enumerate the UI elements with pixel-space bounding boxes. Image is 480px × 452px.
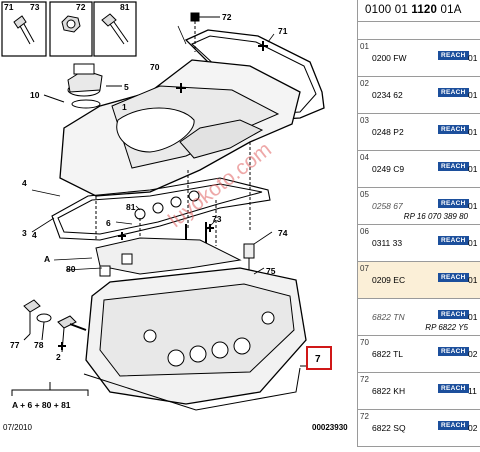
quantity: 01	[468, 90, 478, 100]
reach-badge: REACH	[438, 236, 469, 245]
quantity: 01	[468, 275, 478, 285]
row-index: 02	[360, 79, 369, 88]
reference-code: 0248 P2	[372, 127, 404, 137]
callout-A: A	[44, 254, 50, 264]
reference-code: 6822 TL	[372, 349, 404, 359]
callout-4-top: 4	[22, 178, 27, 188]
row-index: 04	[360, 153, 369, 162]
quantity: 02	[468, 423, 478, 433]
reference-code: 0258 67	[372, 201, 403, 211]
callout-4-bottom: 4	[32, 230, 37, 240]
part-number-header: 0100 01 1120 01A	[358, 0, 480, 22]
reference-code: 0249 C9	[372, 164, 405, 174]
callout-80: 80	[66, 264, 76, 274]
quantity: 01	[468, 53, 478, 63]
assembly-equation: A + 6 + 80 + 81	[12, 400, 71, 410]
replacement-reference: RP 6822 Y5	[425, 323, 468, 332]
callout-10: 10	[30, 90, 40, 100]
callout-72-cover: 72	[222, 12, 232, 22]
reference-code: 0209 EC	[372, 275, 406, 285]
reach-badge: REACH	[438, 162, 469, 171]
row-index: 05	[360, 190, 369, 199]
callout-74: 74	[278, 228, 288, 238]
reference-code: 0234 62	[372, 90, 403, 100]
callout-1: 1	[122, 102, 127, 112]
callout-3: 3	[22, 228, 27, 238]
reach-badge: REACH	[438, 125, 469, 134]
callout-81-mid: 81	[126, 202, 136, 212]
callout-70: 70	[150, 62, 160, 72]
row-index: 01	[360, 42, 369, 51]
callout-5: 5	[124, 82, 129, 92]
quantity: 02	[468, 349, 478, 359]
reach-badge: REACH	[438, 273, 469, 282]
callout-75: 75	[266, 266, 276, 276]
reference-code: 6822 TN	[372, 312, 405, 322]
callout-71-gasket: 71	[278, 26, 288, 36]
callout-78: 78	[34, 340, 44, 350]
quantity: 01	[468, 201, 478, 211]
callout-73: 73	[30, 2, 40, 12]
reference-code: 0200 FW	[372, 53, 407, 63]
row-index: 06	[360, 227, 369, 236]
callout-71: 71	[4, 2, 14, 12]
quantity: 01	[468, 312, 478, 322]
callout-73-mid: 73	[212, 214, 222, 224]
diagram-code: 00023930	[312, 423, 348, 432]
replacement-reference: RP 16 070 389 80	[403, 212, 468, 221]
reference-code: 6822 SQ	[372, 423, 406, 433]
parts-diagram: 71 73 72 81 72 71 70 5 10 1 4 3 81 6 73 …	[1, 0, 358, 447]
callout-72: 72	[76, 2, 86, 12]
reach-badge: REACH	[438, 199, 469, 208]
callout-77: 77	[10, 340, 20, 350]
row-index: 03	[360, 116, 369, 125]
callout-7: 7	[315, 354, 321, 365]
callout-2: 2	[56, 352, 61, 362]
callout-6: 6	[106, 218, 111, 228]
diagram-date: 07/2010	[3, 423, 32, 432]
reach-badge: REACH	[438, 51, 469, 60]
row-index: 72	[360, 412, 369, 421]
highlight-callout-box[interactable]	[306, 346, 332, 370]
reach-badge: REACH	[438, 347, 469, 356]
reference-code: 6822 KH	[372, 386, 406, 396]
quantity: 01	[468, 127, 478, 137]
reference-code: 0311 33	[372, 238, 403, 248]
quantity: 01	[468, 164, 478, 174]
row-index: 07	[360, 264, 369, 273]
quantity: 01	[468, 238, 478, 248]
reach-badge: REACH	[438, 310, 469, 319]
reach-badge: REACH	[438, 421, 469, 430]
row-index: 72	[360, 375, 369, 384]
header-spacer	[358, 22, 480, 40]
callout-81: 81	[120, 2, 130, 12]
reach-badge: REACH	[438, 384, 469, 393]
quantity: 11	[468, 386, 477, 396]
reach-badge: REACH	[438, 88, 469, 97]
row-index: 70	[360, 338, 369, 347]
